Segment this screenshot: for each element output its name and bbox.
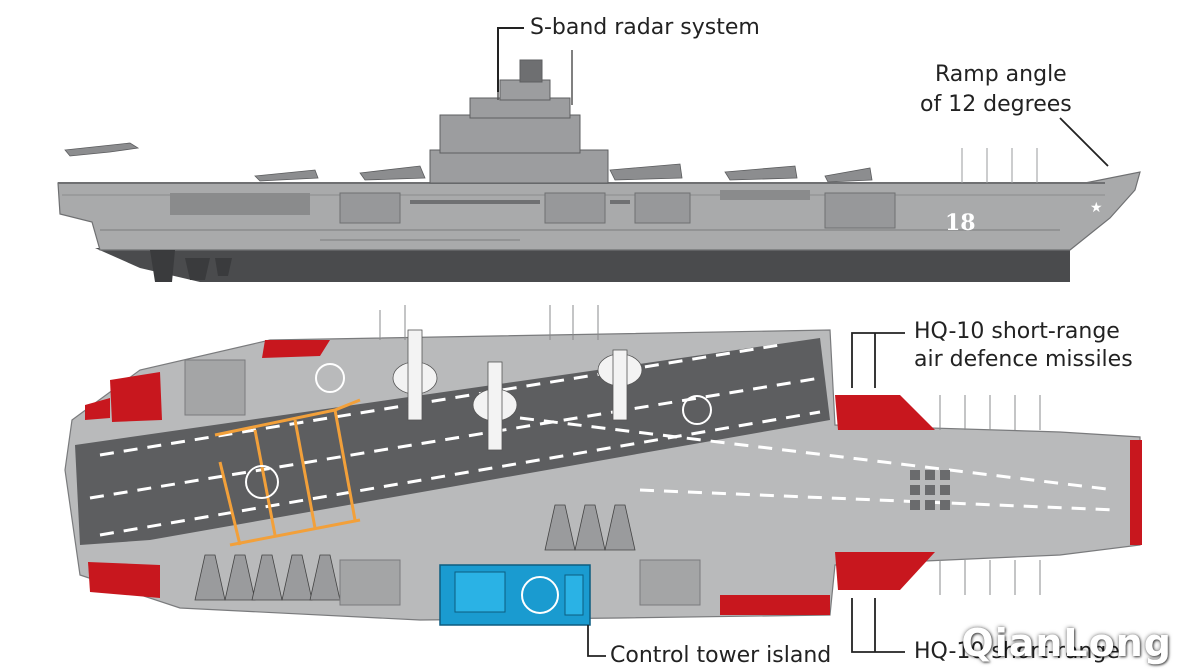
ramp-leader xyxy=(1059,117,1109,167)
hull-number: 18 xyxy=(945,210,976,236)
side-view: 18 ★ xyxy=(57,27,1141,282)
arrestor-gear xyxy=(214,398,361,547)
angled-runway xyxy=(75,338,830,545)
label-ramp-line1: Ramp angle xyxy=(935,62,1067,87)
label-hq10-top-line2: air defence missiles xyxy=(914,347,1133,372)
svg-text:★: ★ xyxy=(1090,200,1103,216)
control-tower-island xyxy=(439,564,591,626)
label-hq10-bottom: HQ-10 short-range xyxy=(914,639,1120,664)
label-control-tower: Control tower island xyxy=(610,643,832,668)
label-ramp-line2: of 12 degrees xyxy=(920,92,1072,117)
tower-leader xyxy=(587,625,606,657)
fighter-row xyxy=(194,504,636,601)
label-hq10-top-line1: HQ-10 short-range xyxy=(914,319,1120,344)
radar-leader xyxy=(497,27,524,92)
hq10-bottom-leader xyxy=(851,598,905,653)
hq10-top-leader-1 xyxy=(851,332,905,388)
top-view xyxy=(64,305,1142,657)
lower-hull xyxy=(95,248,1070,282)
watermark: QianLong xyxy=(961,621,1172,665)
island-side xyxy=(429,59,609,184)
flight-deck xyxy=(64,329,1141,621)
label-radar: S-band radar system xyxy=(530,15,760,40)
